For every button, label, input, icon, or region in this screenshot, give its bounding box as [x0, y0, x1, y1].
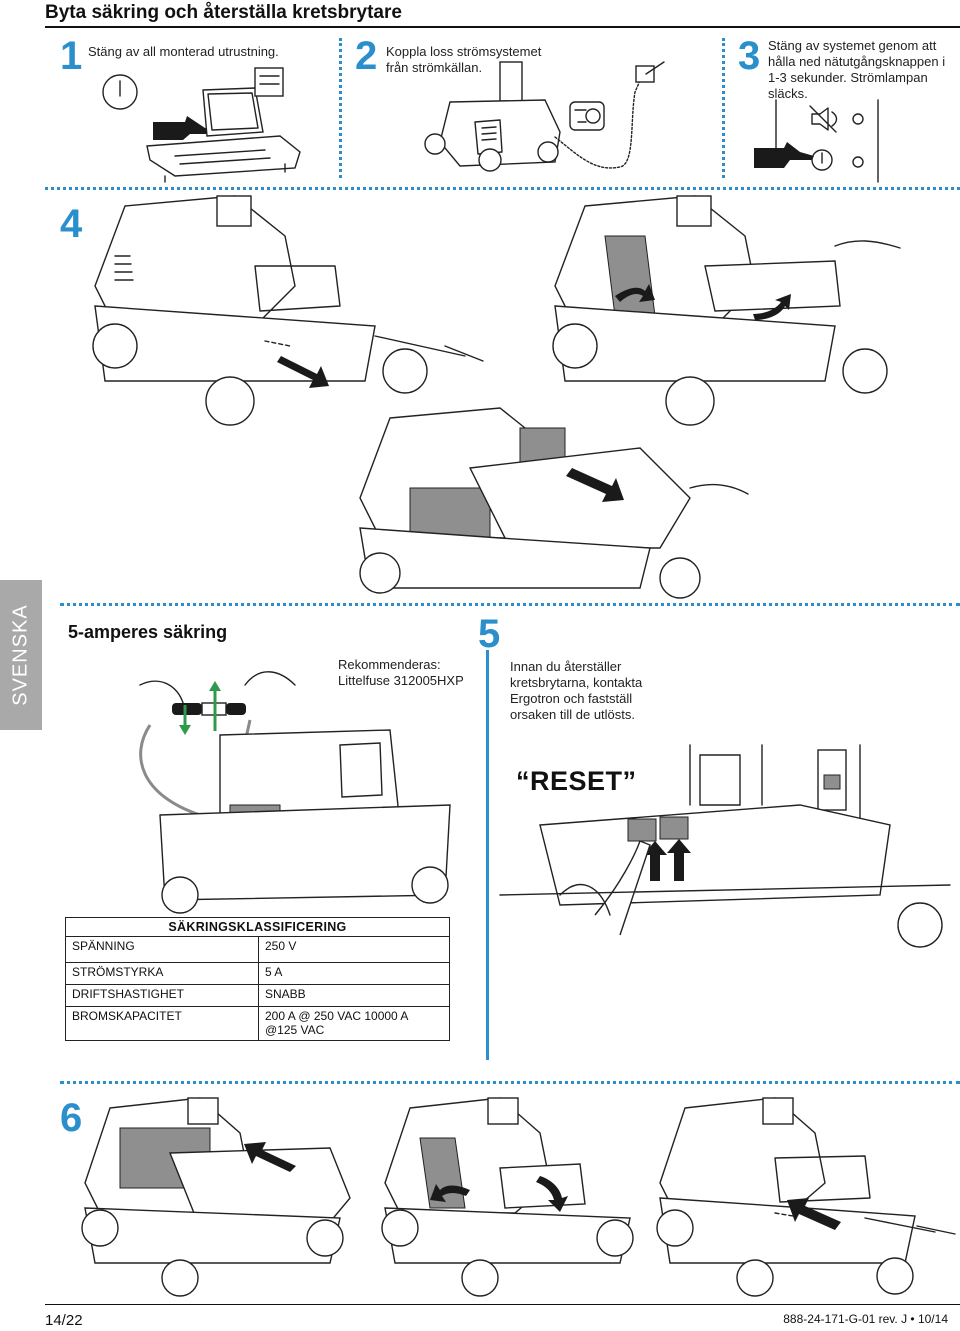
- step-4-illustration-center: [359, 407, 749, 599]
- power-plug-icon: [585, 108, 601, 124]
- step-6-illustration-1: [81, 1097, 351, 1297]
- muted-speaker-icon: [809, 105, 838, 133]
- arrow-icon: [430, 1184, 470, 1202]
- step-1-number: 1: [60, 34, 83, 78]
- arrow-icon: [244, 1142, 296, 1172]
- fuse-recommended-label: Rekommenderas:: [338, 657, 441, 672]
- arrow-icon: [643, 841, 667, 881]
- arrow-icon: [787, 1198, 841, 1230]
- step-6-illustration-2: [381, 1097, 634, 1297]
- divider-2-3: [722, 38, 725, 178]
- power-icon: [811, 149, 833, 171]
- reset-breaker-1: [627, 818, 657, 842]
- step-6-number: 6: [60, 1096, 83, 1140]
- step-4-illustration-right: [552, 195, 901, 426]
- step-2-number: 2: [355, 34, 378, 78]
- arrow-icon: [536, 1176, 568, 1212]
- rating-label-breaking: BROMSKAPACITET: [65, 1006, 259, 1041]
- language-tab: SVENSKA: [0, 580, 42, 730]
- step-1-text: Stäng av all monterad utrustning.: [88, 44, 279, 59]
- arrow-icon: [566, 468, 624, 502]
- page-title: Byta säkring och återställa kretsbrytare: [45, 2, 402, 23]
- divider-1-2: [339, 38, 342, 178]
- step-4-illustration-left: [92, 195, 484, 426]
- fuse-part-number: Littelfuse 312005HXP: [338, 673, 464, 688]
- step-5-number: 5: [478, 612, 501, 656]
- page-number: 14/22: [45, 1312, 83, 1329]
- reset-label: “RESET”: [516, 766, 637, 796]
- pointing-hand-icon: [754, 142, 814, 168]
- rating-value-current: 5 A: [258, 962, 450, 985]
- rating-label-speed: DRIFTSHASTIGHET: [65, 984, 259, 1007]
- reset-breaker-2: [659, 816, 689, 840]
- rating-label-current: STRÖMSTYRKA: [65, 962, 259, 985]
- footer-rule: [45, 1304, 960, 1305]
- step-4-number: 4: [60, 202, 83, 246]
- arrow-icon: [753, 294, 791, 320]
- arrow-icon: [667, 839, 691, 881]
- step-2-illustration: [424, 61, 665, 172]
- power-icon: [102, 74, 138, 110]
- step-1-illustration: [102, 67, 301, 183]
- rating-value-breaking: 200 A @ 250 VAC 10000 A @125 VAC: [258, 1006, 450, 1041]
- header-rule: [45, 26, 960, 28]
- language-tab-label: SVENSKA: [9, 604, 32, 706]
- arrow-icon: [615, 284, 655, 302]
- rating-label-voltage: SPÄNNING: [65, 936, 259, 963]
- fuse-rating-table: SÄKRINGSKLASSIFICERING SPÄNNING 250 V ST…: [65, 917, 450, 1041]
- divider-row-2: [60, 603, 960, 606]
- pointing-hand-icon: [153, 116, 217, 140]
- fuse-heading: 5-amperes säkring: [68, 622, 228, 642]
- step-3-text: Stäng av systemet genom att hålla ned nä…: [768, 38, 946, 101]
- document-code: 888-24-171-G-01 rev. J • 10/14: [783, 1312, 948, 1326]
- rating-value-voltage: 250 V: [258, 936, 450, 963]
- fuse-illustration: [139, 671, 451, 914]
- rating-table-header: SÄKRINGSKLASSIFICERING: [65, 917, 450, 937]
- divider-row-1: [45, 187, 960, 190]
- step-3-number: 3: [738, 34, 761, 78]
- step-5-text: Innan du återställer kretsbrytarna, kont…: [510, 659, 643, 722]
- rating-value-speed: SNABB: [258, 984, 450, 1007]
- divider-fuse-reset: [486, 650, 489, 1060]
- divider-row-3: [60, 1081, 960, 1084]
- step-3-illustration: [754, 99, 879, 183]
- step-2-text: Koppla loss strömsystemet från strömkäll…: [386, 44, 542, 75]
- step-5-illustration: [499, 744, 951, 948]
- step-6-illustration-3: [656, 1097, 956, 1297]
- arrow-icon: [277, 356, 329, 388]
